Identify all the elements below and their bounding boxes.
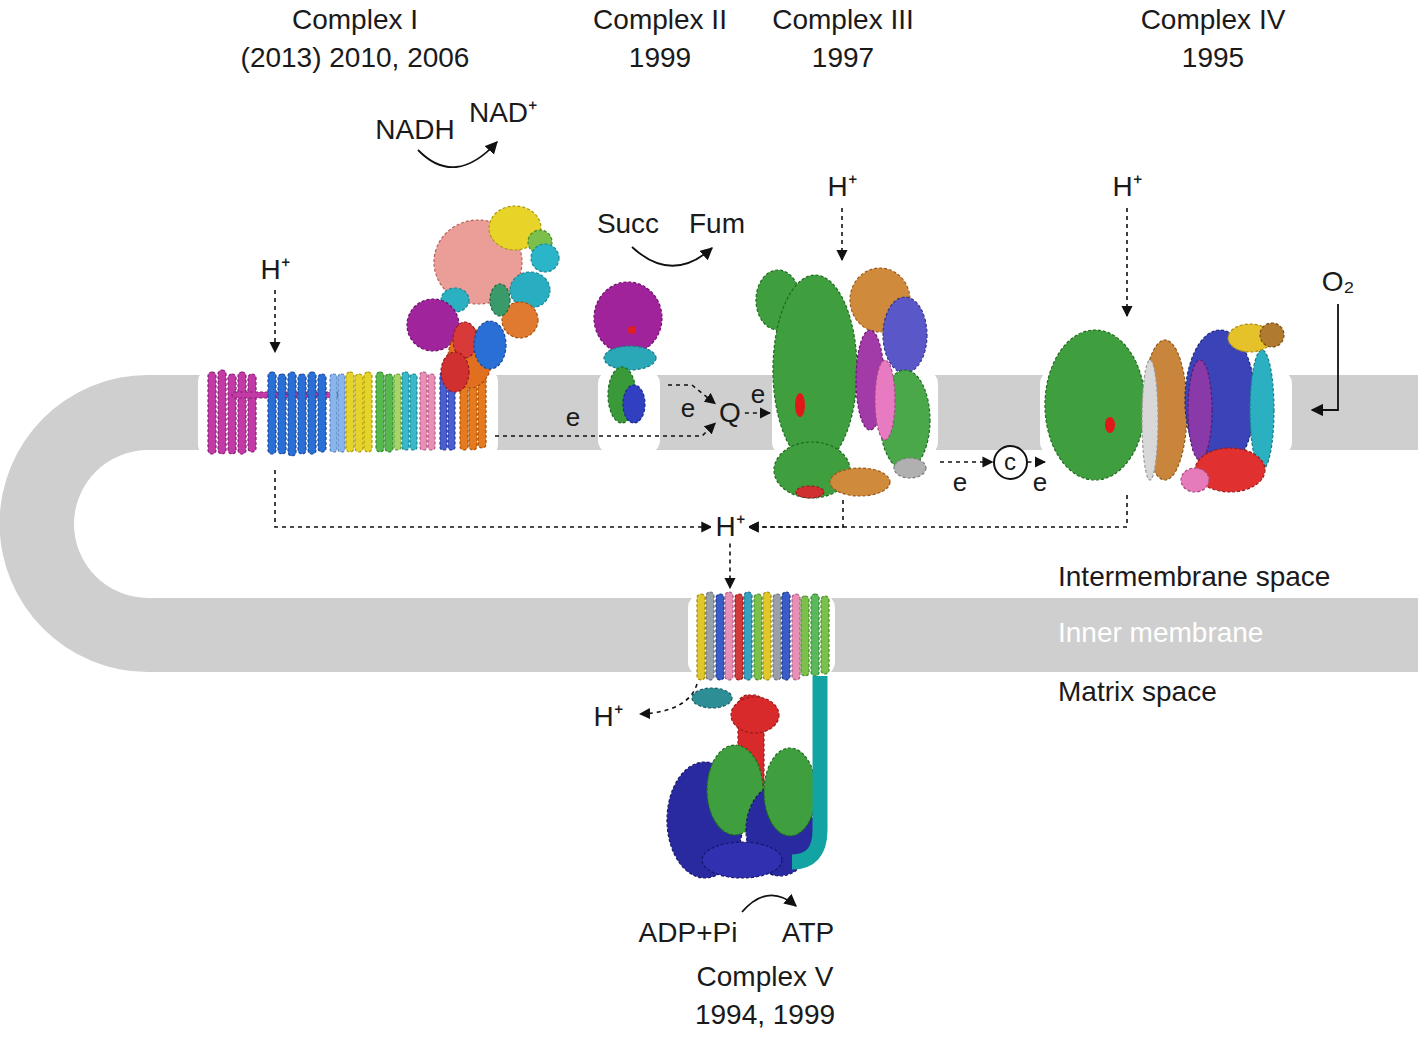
- substrate-label: ADP+Pi: [639, 917, 738, 949]
- electron-flow-arrow: [275, 470, 711, 527]
- complex-i: Complex I(2013) 2010, 2006: [205, 362, 495, 470]
- edge-label: e: [679, 395, 697, 421]
- structure-years: 1995: [1182, 42, 1244, 74]
- region-label: Intermembrane space: [1058, 561, 1330, 593]
- peripheral-stalk: [792, 676, 820, 862]
- complex-ii: Complex II1999: [585, 280, 668, 425]
- edge-label: e: [749, 381, 767, 407]
- complex-i-structure: [208, 206, 559, 456]
- electron-flow-arrow: [940, 461, 993, 463]
- structure-years: (2013) 2010, 2006: [241, 42, 470, 74]
- complex-heading: Complex I: [292, 4, 418, 36]
- product-label: ATP: [782, 917, 834, 949]
- structure-years: 1999: [629, 42, 691, 74]
- complex-heading: Complex IV: [1141, 4, 1286, 36]
- complex-ii-structure: [594, 282, 662, 423]
- proton-label: H⁺: [1112, 171, 1141, 203]
- proton-pool: H⁺: [711, 511, 748, 544]
- electron-flow-arrow: [749, 495, 1127, 527]
- proton-label: H⁺: [593, 701, 622, 733]
- carrier-label: H⁺: [715, 512, 744, 543]
- proton-label: H⁺: [827, 171, 856, 203]
- proton-arrows: [275, 208, 1127, 714]
- electron-flow-arrow: [749, 500, 843, 527]
- region-label: Matrix space: [1058, 676, 1217, 708]
- complex-heading: Complex III: [772, 4, 914, 36]
- electron-flow-arrow: [745, 412, 770, 414]
- complex-iv: Complex IV1995: [1045, 320, 1290, 495]
- carrier-letter: c: [1004, 449, 1016, 475]
- edge-label: e: [951, 469, 969, 495]
- carrier-label: Q: [719, 398, 741, 429]
- electron-flow-arrow: [1028, 461, 1046, 463]
- electron-flow-arrow: [729, 543, 731, 588]
- substrate-label: Succ: [597, 208, 659, 240]
- structure-years: 1997: [812, 42, 874, 74]
- structure-years: 1994, 1999: [695, 999, 835, 1031]
- complex-v: Complex V1994, 1999: [668, 588, 830, 880]
- cytochrome-c: c: [993, 445, 1028, 480]
- product-label: NAD⁺: [469, 97, 537, 129]
- complex-heading: Complex V: [697, 961, 834, 993]
- complex-v-structure: [667, 592, 829, 878]
- proton-label: H⁺: [260, 254, 289, 286]
- edge-label: e: [1031, 469, 1049, 495]
- complex-iii-structure: [756, 268, 930, 498]
- complex-iii: Complex III1997: [770, 262, 940, 500]
- substrate-label: NADH: [375, 114, 454, 146]
- electron-flow-arrow: [495, 423, 715, 436]
- ubiquinone: Q: [715, 397, 745, 430]
- region-label: Inner membrane: [1058, 617, 1263, 649]
- oxygen-label: O₂: [1322, 266, 1355, 298]
- product-label: Fum: [689, 208, 745, 240]
- complex-iv-structure: [1045, 323, 1284, 492]
- edge-label: e: [564, 404, 582, 430]
- complex-heading: Complex II: [593, 4, 727, 36]
